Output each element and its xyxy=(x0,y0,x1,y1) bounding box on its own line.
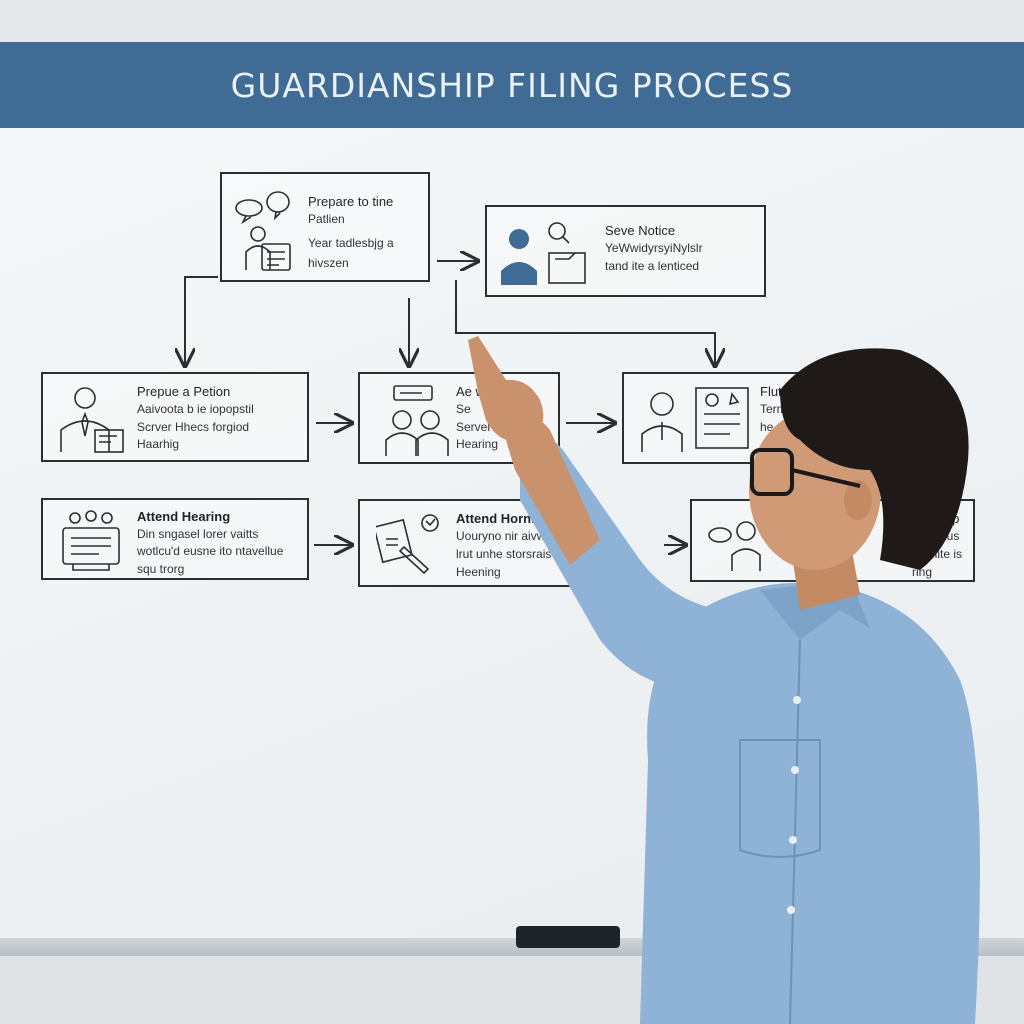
step-title: Flut xyxy=(760,384,782,399)
step-line: Hearing xyxy=(456,437,499,451)
eraser xyxy=(516,926,620,948)
arrow-to-step5 xyxy=(455,280,715,366)
presenter-shirt xyxy=(640,582,980,1024)
presenter-hair xyxy=(780,348,969,570)
person-certificate-icon xyxy=(641,387,749,452)
person-document-icon xyxy=(501,222,586,285)
step-line: YeWwidyrsyiNylslr xyxy=(605,241,703,255)
step-line: Scrver Hhecs forgiod xyxy=(137,420,250,434)
step-card-prepare: Prepare to tine Patlien Year tadlesbjg a… xyxy=(220,172,430,282)
arrow-step1-to-step3 xyxy=(185,276,218,366)
step-line: lrut unhe storsrais xyxy=(456,547,552,561)
step-line: Haarhig xyxy=(137,437,180,451)
person-speech-icon xyxy=(708,521,761,571)
step-line: Heening xyxy=(456,565,501,579)
step-title: Prepue a Petion xyxy=(137,384,231,399)
step-line: hivszen xyxy=(308,256,349,270)
step-card-serve-notice: Seve Notice YeWwidyrsyiNylslr tand ite a… xyxy=(485,205,766,297)
speech-bubbles-document-icon xyxy=(235,191,291,271)
step-line: Aaivoota b ie iopopstil xyxy=(137,402,254,416)
document-pen-icon xyxy=(376,514,439,575)
step-line: Year tadlesbjg a xyxy=(308,236,394,250)
step-line: Term xyxy=(760,402,787,416)
step-line: Uouryno nir aivwun xyxy=(456,529,559,543)
step-line: tand ite a lenticed xyxy=(605,259,700,273)
step-card-prepare-petition: Prepue a Petion Aaivoota b ie iopopstil … xyxy=(41,372,309,462)
step-card-attend-hearing: Attend Hearing Din sngasel lorer vaitts … xyxy=(41,498,309,580)
step-title: Attend Hearing xyxy=(137,509,231,524)
title-banner: GUARDIANSHIP FILING PROCESS xyxy=(0,42,1024,128)
step-line: Patlien xyxy=(308,212,345,226)
step-line: Servel xyxy=(456,420,491,434)
step-title: Prepare to tine xyxy=(308,194,394,209)
step-line: wotlcu'd eusne ito ntavellue xyxy=(137,544,284,558)
presenter-ear xyxy=(844,480,872,520)
step-line: Se xyxy=(456,402,471,416)
businessman-document-icon xyxy=(60,387,124,453)
presenter-forearm xyxy=(500,412,600,565)
presenter-glasses xyxy=(750,448,861,496)
presenter-hand xyxy=(468,336,544,442)
step-line: squ trorg xyxy=(137,562,185,576)
two-people-icon xyxy=(385,385,449,456)
briefcase-people-icon xyxy=(62,510,120,571)
step-title: Seve Notice xyxy=(605,223,676,238)
wall xyxy=(0,0,1024,42)
step-title: Attend Hornic xyxy=(456,511,542,526)
banner-title: GUARDIANSHIP FILING PROCESS xyxy=(230,65,794,105)
step-line: Din sngasel lorer vaitts xyxy=(137,527,259,541)
step-line: he xyxy=(760,420,774,434)
